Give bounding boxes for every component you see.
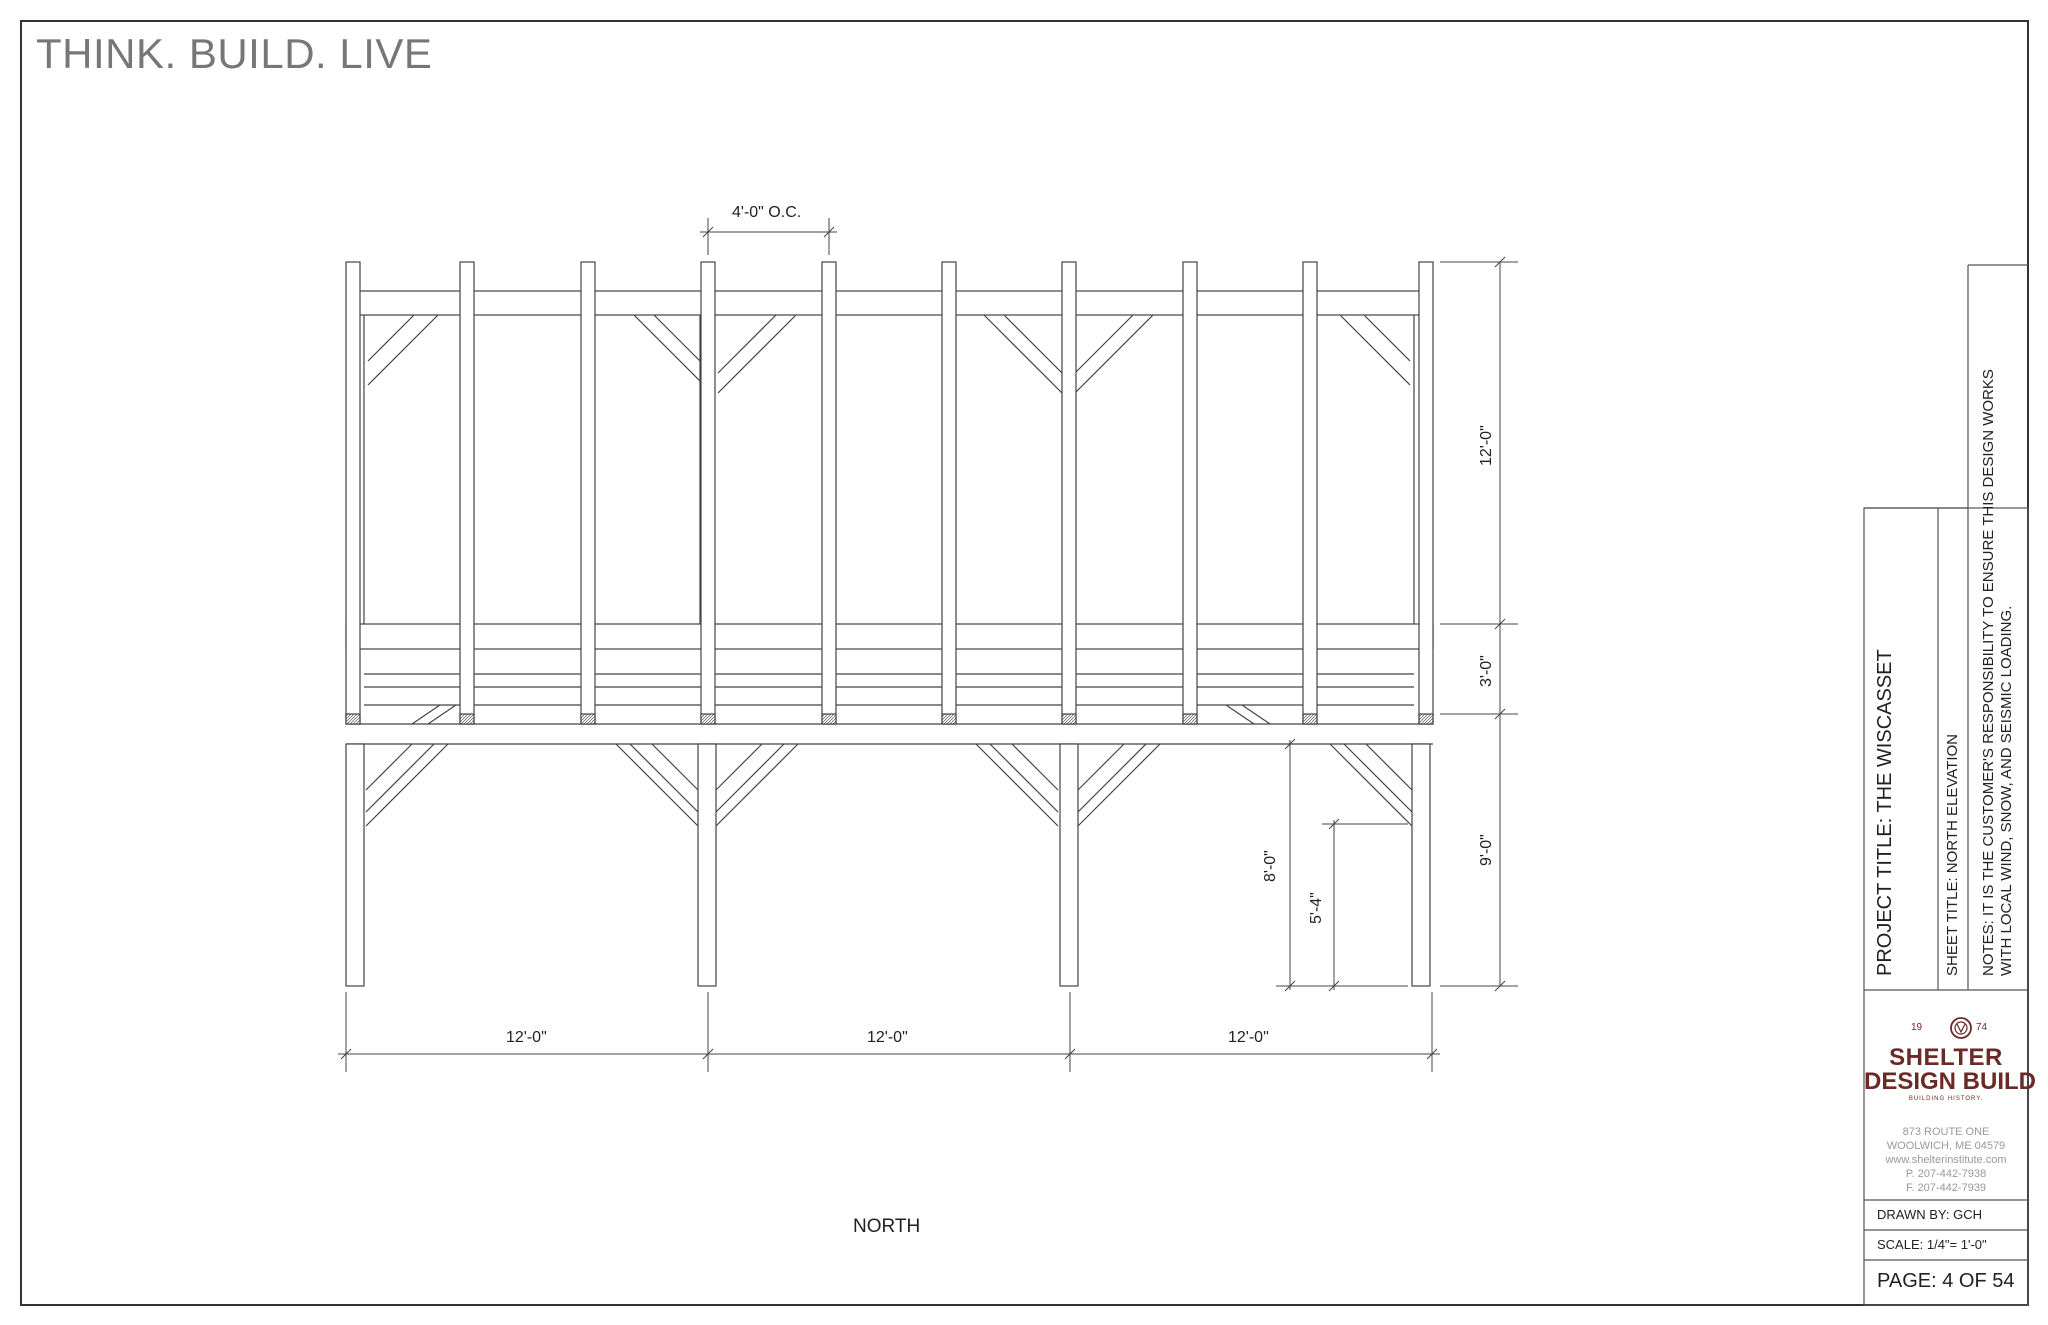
page-number: PAGE: 4 OF 54 [1877, 1270, 2015, 1292]
top-plate [357, 290, 1422, 316]
upper-knee-braces [367, 314, 1411, 394]
notes-line-2: WITH LOCAL WIND, SNOW, AND SEISMIC LOADI… [1998, 605, 2015, 976]
logo-year-right: 74 [1976, 1022, 1988, 1033]
sheet-border [20, 20, 2029, 1306]
post-2 [697, 743, 717, 987]
project-title: PROJECT TITLE: THE WISCASSET [1874, 649, 1896, 976]
address-line-1: 873 ROUTE ONE [1902, 1126, 1990, 1138]
address-fax: F. 207-442-7939 [1905, 1182, 1987, 1194]
dim-bay-2: 12'-0" [867, 1029, 908, 1046]
slogan: THINK. BUILD. LIVE [36, 30, 433, 77]
dim-bay-3: 12'-0" [1228, 1029, 1269, 1046]
view-label: NORTH [853, 1216, 921, 1237]
upper-studs [345, 261, 1434, 725]
dim-window-height: 5'-4" [1308, 892, 1325, 924]
address-block: 873 ROUTE ONE WOOLWICH, ME 04579 www.she… [1864, 1125, 2028, 1195]
address-phone: P. 207-442-7938 [1905, 1168, 1987, 1180]
post-3 [1059, 743, 1079, 987]
logo-emblem [1950, 1017, 1972, 1039]
address-website: www.shelterinstitute.com [1885, 1154, 2007, 1166]
dim-lower-height: 9'-0" [1478, 834, 1495, 866]
notes-line-1: NOTES: IT IS THE CUSTOMER'S RESPONSIBILI… [1980, 369, 1997, 976]
dim-bay-1: 12'-0" [506, 1029, 547, 1046]
logo-line-1: SHELTER [1889, 1044, 2003, 1071]
mid-rail [345, 623, 1434, 650]
post-1 [345, 743, 365, 987]
dim-upper-height: 12'-0" [1478, 425, 1495, 466]
logo-line-2: DESIGN BUILD [1864, 1068, 2037, 1095]
upper-frame [345, 290, 1434, 745]
post-4 [1411, 743, 1431, 987]
drawn-by: DRAWN BY: GCH [1877, 1207, 1982, 1222]
lower-frame [345, 743, 1431, 987]
lower-knee-braces [365, 743, 1413, 827]
dim-stud-spacing: 4'-0" O.C. [732, 204, 802, 221]
title-block-frame [1863, 264, 2029, 1306]
dim-rail-height: 3'-0" [1478, 655, 1495, 687]
logo-tagline: BUILDING HISTORY. [1908, 1096, 1984, 1102]
scale: SCALE: 1/4"= 1'-0" [1877, 1237, 1987, 1252]
dim-door-height: 8'-0" [1262, 850, 1279, 882]
sheet-title: SHEET TITLE: NORTH ELEVATION [1944, 734, 1961, 976]
stud-base-hatching [345, 713, 1434, 725]
dimension-lines [338, 218, 1518, 1072]
logo-year-left: 19 [1911, 1022, 1923, 1033]
address-line-2: WOOLWICH, ME 04579 [1886, 1140, 2006, 1152]
